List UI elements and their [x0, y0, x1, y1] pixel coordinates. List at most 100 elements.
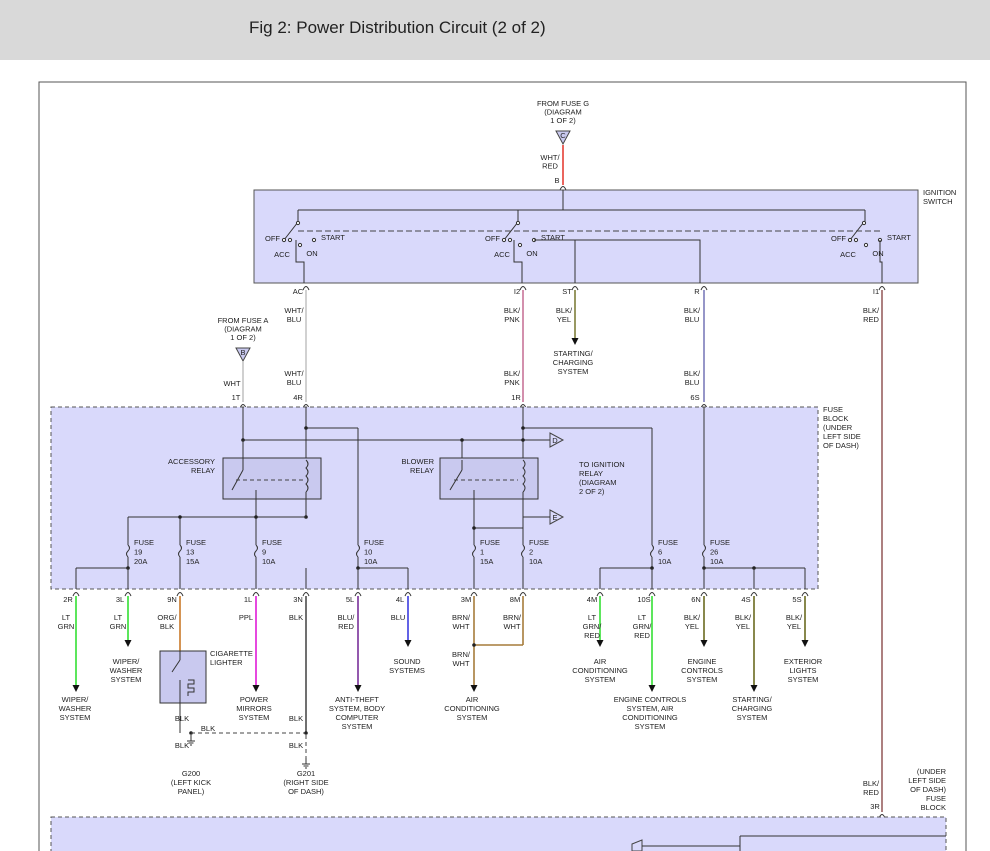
switch-output-pin [700, 286, 708, 291]
fuse-block-output-pin [252, 592, 260, 597]
under-left-dash-label: OF DASH) [910, 785, 946, 794]
switch-start-label: START [887, 233, 911, 242]
fuse-block-label: BLOCK [823, 414, 848, 423]
from-fuse-a-label: FROM FUSE A [218, 316, 269, 325]
junction-dot [472, 643, 476, 647]
wht-blu-label: WHT/ [284, 306, 304, 315]
fuse-block-label: OF DASH) [823, 441, 859, 450]
fuse-rating-label: 13 [186, 548, 194, 557]
pin-ac-label: AC [293, 287, 304, 296]
lt-grn-red-label: LT [588, 613, 597, 622]
switch-acc-label: ACC [840, 250, 856, 259]
fuse-block-input-pin [700, 404, 708, 409]
fuse-block-output-pin [801, 592, 809, 597]
fuse-rating-label: 15A [480, 557, 493, 566]
blk-blu-label: BLU [685, 315, 700, 324]
figure-header [0, 0, 990, 60]
fuse-block-output-pin [648, 592, 656, 597]
pin-6s-label: 6S [690, 393, 699, 402]
fuse-block-output-pin [404, 592, 412, 597]
switch-output-pin [302, 286, 310, 291]
fuse-rating-label: 10A [529, 557, 542, 566]
switch-contact-point [517, 242, 523, 248]
arrow-down-icon [72, 685, 80, 692]
fuse-rating-label: FUSE [364, 538, 384, 547]
switch-contact [283, 221, 299, 241]
engine-controls-ac-label: ENGINE CONTROLS [614, 695, 687, 704]
blk-red-label: RED [863, 315, 879, 324]
engine-controls-ac-label: CONDITIONING [622, 713, 678, 722]
fuse-rating-label: FUSE [480, 538, 500, 547]
exterior-lights-label: LIGHTS [789, 666, 816, 675]
power-mirrors-label: SYSTEM [239, 713, 270, 722]
under-left-dash-label: BLOCK [921, 803, 946, 812]
air-conditioning-label: SYSTEM [585, 675, 616, 684]
fuse-block-output-pin [519, 592, 527, 597]
diagram-frame [38, 81, 967, 851]
blk-yel-label: YEL [557, 315, 571, 324]
lt-grn-red-label: GRN/ [583, 622, 603, 631]
under-left-dash-label: FUSE [926, 794, 946, 803]
relay-coil-icon [522, 459, 526, 493]
pin-label: 8M [510, 595, 520, 604]
fuse-rating-label: 6 [658, 548, 662, 557]
blk-label: BLK [201, 724, 215, 733]
blk-pnk-label: PNK [504, 378, 519, 387]
wiper-washer-label: WIPER/ [62, 695, 90, 704]
pin-label: 5L [346, 595, 354, 604]
switch-contact-point [311, 237, 317, 243]
pin-label: 9N [167, 595, 177, 604]
blk-pnk-label: BLK/ [504, 369, 521, 378]
cigarette-lighter-label: LIGHTER [210, 658, 243, 667]
blk-label: BLK [289, 741, 303, 750]
lt-grn-red-label: RED [634, 631, 650, 640]
blk-pnk-label: PNK [504, 315, 519, 324]
engine-controls-label: ENGINE [688, 657, 717, 666]
lt-grn-label: LT [114, 613, 123, 622]
switch-output-i1 [879, 240, 883, 283]
blu-red-label: RED [338, 622, 354, 631]
switch-acc-label: ACC [274, 250, 290, 259]
pin-r-label: R [694, 287, 700, 296]
from-fuse-a-label: (DIAGRAM [224, 325, 262, 334]
engine-controls-ac-label: SYSTEM, AIR [626, 704, 674, 713]
fuse-rating-label: FUSE [529, 538, 549, 547]
fuse-icon [521, 544, 525, 558]
pin-label: 3L [116, 595, 124, 604]
junction-dot [304, 731, 308, 735]
switch-contact-point [287, 237, 293, 243]
fuse-icon [702, 544, 706, 558]
pin-b-label: B [554, 176, 559, 185]
fuse-rating-label: 10 [364, 548, 372, 557]
fuse-block-output-pin [176, 592, 184, 597]
to-ignition-relay-label: 2 OF 2) [579, 487, 605, 496]
blk-label: BLK [289, 613, 303, 622]
switch-acc-label: ACC [494, 250, 510, 259]
ppl-label: PPL [239, 613, 253, 622]
lt-grn-label: LT [62, 613, 71, 622]
ignition-switch-label: IGNITION [923, 188, 956, 197]
starting-charging-label: CHARGING [553, 358, 594, 367]
fuse-rating-label: 15A [186, 557, 199, 566]
pin-1r-label: 1R [511, 393, 521, 402]
switch-output-pin [519, 286, 527, 291]
switch-on-label: ON [306, 249, 317, 258]
fuse-block-label: LEFT SIDE [823, 432, 861, 441]
power-mirrors-label: MIRRORS [236, 704, 271, 713]
lt-grn-red-label: LT [638, 613, 647, 622]
switch-pivot [861, 220, 867, 226]
arrow-down-icon [470, 685, 478, 692]
switch-output-pin [571, 286, 579, 291]
pin-label: 4L [396, 595, 404, 604]
fuse-rating-label: FUSE [262, 538, 282, 547]
arrow-down-icon [404, 640, 412, 647]
switch-off-label: OFF [485, 234, 500, 243]
arrow-down-icon [354, 685, 362, 692]
switch-contact-point [501, 237, 507, 243]
fuse-rating-label: 2 [529, 548, 533, 557]
switch-on-label: ON [872, 249, 883, 258]
switch-off-label: OFF [265, 234, 280, 243]
exterior-lights-label: EXTERIOR [784, 657, 823, 666]
to-ignition-relay-label: RELAY [579, 469, 603, 478]
lt-grn-red-label: RED [584, 631, 600, 640]
